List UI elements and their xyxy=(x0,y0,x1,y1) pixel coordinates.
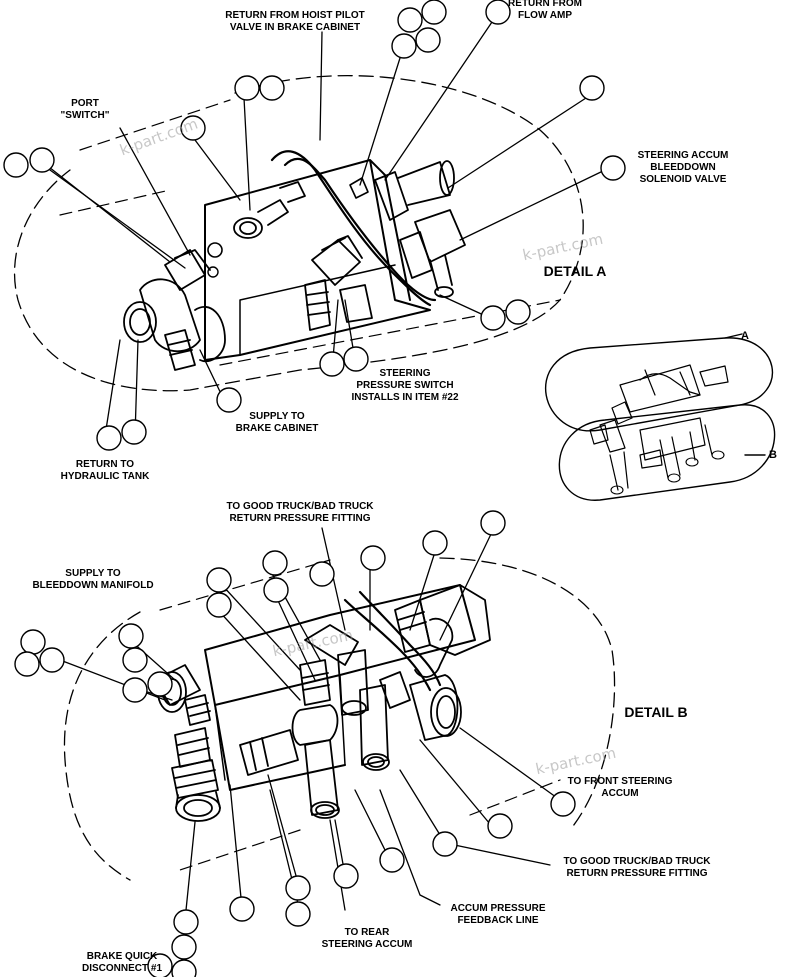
detail-b-dashed-outline xyxy=(63,557,616,881)
label-good-bad-truck-top: TO GOOD TRUCK/BAD TRUCK RETURN PRESSURE … xyxy=(200,501,400,525)
manifold-a-body xyxy=(204,159,431,361)
detail-a-callout-balloons xyxy=(3,0,626,451)
inset-leader-a xyxy=(724,333,743,339)
label-return-hoist-pilot: RETURN FROM HOIST PILOT VALVE IN BRAKE C… xyxy=(215,10,375,34)
label-line: PRESSURE SWITCH xyxy=(356,380,454,391)
solenoid-valve-a xyxy=(374,160,466,298)
label-line: DISCONNECT #1 xyxy=(81,963,162,974)
label-steering-pressure-switch: STEERING PRESSURE SWITCH INSTALLS IN ITE… xyxy=(335,368,475,404)
label-port-switch: PORT "SWITCH" xyxy=(55,98,115,122)
tank-return-fitting xyxy=(123,249,226,371)
label-supply-brake-cabinet: SUPPLY TO BRAKE CABINET xyxy=(222,411,332,435)
label-line: RETURN PRESSURE FITTING xyxy=(229,513,371,524)
pressure-switch-fitting-a xyxy=(304,235,373,331)
overview-inset xyxy=(545,333,776,501)
inset-outline-a xyxy=(545,337,774,432)
label-line: TO GOOD TRUCK/BAD TRUCK xyxy=(563,856,711,867)
label-line: TO FRONT STEERING xyxy=(567,776,673,787)
label-line: TO GOOD TRUCK/BAD TRUCK xyxy=(226,501,374,512)
detail-a-leaders xyxy=(39,21,606,437)
detail-b-callout-balloons xyxy=(14,510,576,977)
label-line: ACCUM PRESSURE xyxy=(450,903,546,914)
detail-b-dashed-line xyxy=(159,559,561,871)
elbow-fitting-a1 xyxy=(233,181,306,239)
detail-a-dashed-outline xyxy=(13,75,584,392)
label-return-hydraulic-tank: RETURN TO HYDRAULIC TANK xyxy=(45,459,165,483)
inset-label-b: B xyxy=(769,449,777,461)
detail-b-title: DETAIL B xyxy=(624,704,688,720)
label-line: BLEEDDOWN MANIFOLD xyxy=(32,580,154,591)
hoist-return-tube xyxy=(270,150,432,307)
label-line: RETURN TO xyxy=(75,459,135,470)
label-line: TO REAR xyxy=(344,927,390,938)
label-line: FEEDBACK LINE xyxy=(457,915,539,926)
label-accum-pressure-feedback: ACCUM PRESSURE FEEDBACK LINE xyxy=(438,903,558,927)
label-line: FLOW AMP xyxy=(517,10,573,21)
label-line: HYDRAULIC TANK xyxy=(60,471,150,482)
label-line: BRAKE CABINET xyxy=(235,423,319,434)
label-line: STEERING xyxy=(379,368,431,379)
label-line: INSTALLS IN ITEM #22 xyxy=(351,392,459,403)
label-line: RETURN PRESSURE FITTING xyxy=(566,868,708,879)
detail-a-drawing xyxy=(3,0,626,451)
return-tube-b xyxy=(343,598,432,692)
label-line: RETURN FROM HOIST PILOT xyxy=(225,10,365,21)
solenoid-valve-b xyxy=(394,584,491,678)
tee-fitting-b xyxy=(239,624,462,819)
label-line: STEERING ACCUM xyxy=(321,939,413,950)
detail-a-title: DETAIL A xyxy=(543,263,607,279)
label-brake-quick-disconnect: BRAKE QUICK DISCONNECT #1 xyxy=(72,951,172,975)
label-line: SUPPLY TO xyxy=(249,411,305,422)
label-line: BRAKE QUICK xyxy=(86,951,158,962)
label-line: STEERING ACCUM xyxy=(637,150,729,161)
label-line: SUPPLY TO xyxy=(65,568,121,579)
label-line: VALVE IN BRAKE CABINET xyxy=(229,22,361,33)
inset-outline-b xyxy=(558,404,776,501)
label-front-steering-accum: TO FRONT STEERING ACCUM xyxy=(555,776,685,800)
brake-quick-disconnect xyxy=(171,727,221,822)
label-good-bad-truck-bottom: TO GOOD TRUCK/BAD TRUCK RETURN PRESSURE … xyxy=(547,856,727,880)
label-line: RETURN FROM xyxy=(508,0,582,9)
label-supply-bleeddown-manifold: SUPPLY TO BLEEDDOWN MANIFOLD xyxy=(28,568,158,592)
label-line: PORT xyxy=(71,98,99,109)
label-rear-steering-accum: TO REAR STEERING ACCUM xyxy=(312,927,422,951)
detail-b-drawing xyxy=(14,510,616,977)
label-line: SOLENOID VALVE xyxy=(639,174,727,185)
label-line: "SWITCH" xyxy=(60,110,110,121)
label-line: BLEEDDOWN xyxy=(650,162,716,173)
label-line: ACCUM xyxy=(601,788,639,799)
label-steering-accum-bleeddown: STEERING ACCUM BLEEDDOWN SOLENOID VALVE xyxy=(628,150,738,186)
label-return-flow-amp: RETURN FROM FLOW AMP xyxy=(505,0,585,22)
inset-label-a: A xyxy=(741,330,749,342)
